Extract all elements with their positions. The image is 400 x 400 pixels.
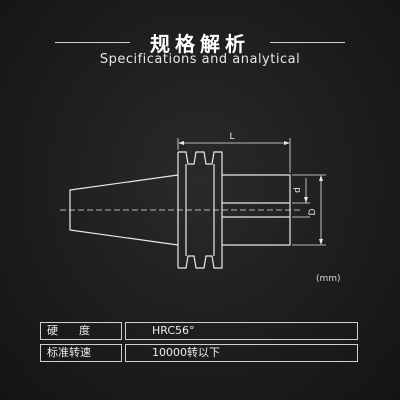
spec-row-speed: 标准转速 10000转以下 [40, 344, 358, 362]
spec-label: 硬 度 [40, 322, 122, 340]
dim-L-arrow-left [178, 141, 184, 145]
dim-D-arrow-top [319, 175, 323, 181]
spec-row-hardness: 硬 度 HRC56° [40, 322, 358, 340]
spec-value: HRC56° [125, 322, 358, 340]
header: 规格解析 Specifications and analytical [0, 0, 400, 90]
dim-d-label: d [293, 187, 303, 193]
page-title: 规格解析 [150, 32, 250, 56]
title-rule-left [55, 42, 130, 43]
spec-table: 硬 度 HRC56° 标准转速 10000转以下 [40, 322, 358, 366]
dim-L-arrow-right [284, 141, 290, 145]
spec-value: 10000转以下 [125, 344, 358, 362]
dim-L-label: L [229, 132, 234, 142]
dim-d-arrow [304, 197, 308, 203]
dim-D-label: D [308, 208, 318, 215]
spec-label: 标准转速 [40, 344, 122, 362]
page-subtitle: Specifications and analytical [99, 52, 301, 67]
unit-label: (mm) [316, 274, 341, 284]
title-rule-right [270, 42, 345, 43]
dim-D-arrow-bottom [319, 239, 323, 245]
